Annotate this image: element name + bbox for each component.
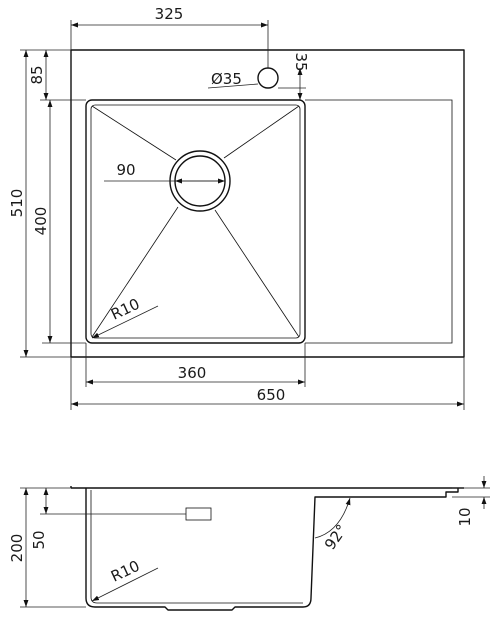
dim-wall-angle: 92° bbox=[321, 521, 351, 553]
overflow-slot bbox=[185, 507, 212, 521]
dim-corner-radius-side: R10 bbox=[108, 557, 142, 586]
side-view: 200 50 R10 92° 10 bbox=[8, 476, 490, 611]
dim-drainboard-step: 10 bbox=[456, 507, 474, 526]
dim-bowl-depth: 200 bbox=[8, 534, 26, 563]
dim-overall-depth: 510 bbox=[8, 189, 26, 218]
dim-bowl-offset: 85 bbox=[28, 65, 46, 84]
dim-corner-radius-top: R10 bbox=[108, 295, 142, 324]
bowl-slope-line bbox=[91, 105, 177, 161]
bowl-side-profile bbox=[85, 488, 459, 611]
dim-bowl-length: 400 bbox=[32, 207, 50, 236]
top-view: 325 Ø35 35 510 85 400 90 R10 360 bbox=[8, 5, 465, 410]
sink-outer-outline bbox=[70, 49, 465, 358]
dim-tap-diameter: Ø35 bbox=[211, 70, 242, 88]
dim-tap-offset: 35 bbox=[292, 52, 310, 71]
bowl-slope-line bbox=[91, 206, 179, 338]
bowl-slope-line bbox=[214, 209, 300, 338]
dim-drain-diameter: 90 bbox=[116, 161, 135, 179]
dim-tap-position: 325 bbox=[155, 5, 184, 23]
bowl-slope-line bbox=[223, 105, 300, 159]
bowl-outer-outline bbox=[85, 99, 306, 344]
dim-bowl-width: 360 bbox=[178, 364, 207, 382]
dim-overall-width: 650 bbox=[257, 386, 286, 404]
bowl-inner-outline bbox=[90, 104, 301, 339]
drainboard-outline bbox=[305, 99, 453, 344]
tap-hole bbox=[257, 67, 279, 89]
dim-overflow-height: 50 bbox=[30, 530, 48, 549]
